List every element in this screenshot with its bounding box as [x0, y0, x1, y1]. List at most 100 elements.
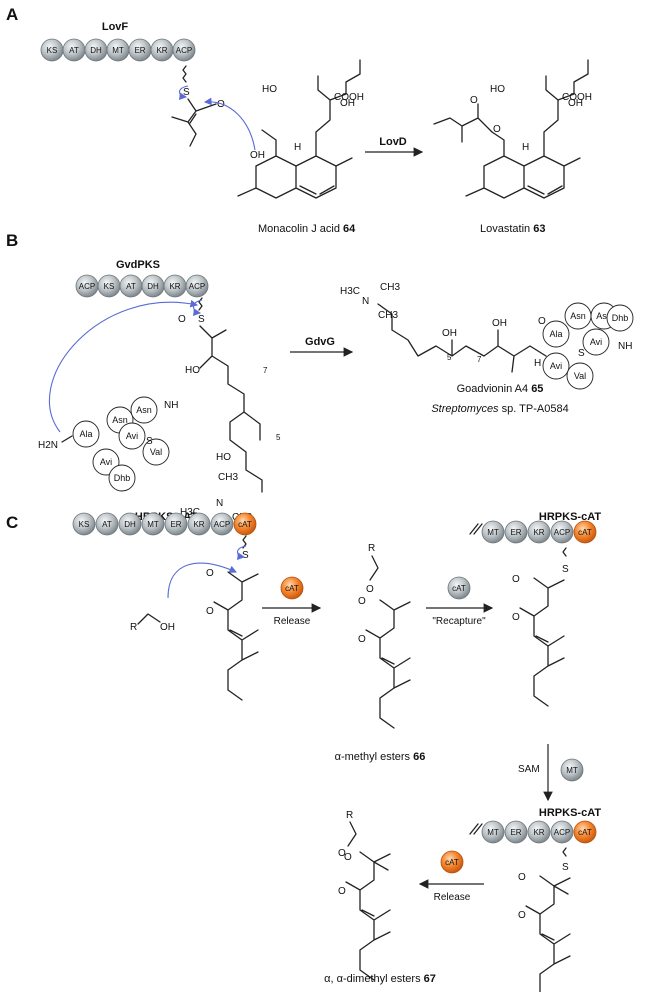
ester-o-2: O	[493, 124, 501, 135]
domain-dh-label: DH	[90, 46, 102, 55]
alcohol-bonds	[137, 613, 161, 625]
domain-cat-label: cAT	[238, 520, 252, 529]
residue-avi: Avi	[582, 328, 610, 356]
domain-at-label: AT	[102, 520, 112, 529]
oh-label-3: OH	[568, 98, 583, 109]
enzyme-icon-label: cAT	[452, 584, 466, 593]
domain-at: AT	[95, 512, 119, 536]
domain-acp-label: ACP	[79, 282, 95, 291]
residue-label: Avi	[590, 337, 602, 347]
domain-er: ER	[504, 820, 528, 844]
domain-cat: cAT	[573, 820, 597, 844]
domain-acp: ACP	[550, 520, 574, 544]
domain-dh: DH	[141, 274, 165, 298]
ester-66-name: α-methyl esters 66	[335, 751, 426, 763]
hrpks-label-3: HRPKS-cAT	[539, 807, 601, 819]
lovd-label: LovD	[379, 136, 407, 148]
n-label-2: N	[362, 296, 369, 307]
domain-kr-label: KR	[533, 828, 544, 837]
h-label: H	[294, 142, 301, 153]
domain-kr-label: KR	[156, 46, 167, 55]
domain-mt: MT	[481, 520, 505, 544]
domain-ks-label: KS	[47, 46, 58, 55]
residue-label: Ala	[79, 429, 92, 439]
backbone-bonds	[213, 571, 259, 701]
acyl-o: O	[178, 314, 186, 325]
domain-kr-label: KR	[169, 282, 180, 291]
oh-label: OH	[442, 328, 457, 339]
backbone-bonds	[519, 577, 565, 707]
ester-67: R O OO α, α-dimethyl esters 67	[324, 810, 436, 985]
domain-at: AT	[119, 274, 143, 298]
domain-ks: KS	[97, 274, 121, 298]
substrate-chain-5: OO	[338, 848, 391, 981]
monacolin-name: Monacolin J acid 64	[258, 223, 356, 235]
ch3-label-3: CH3	[380, 282, 400, 293]
substrate-chain-2: OO	[358, 596, 411, 729]
residue-dhb: Dhb	[606, 304, 634, 332]
domain-mt: MT	[481, 820, 505, 844]
residue-val: Val	[142, 438, 170, 466]
domain-dh: DH	[84, 38, 108, 62]
cat-icon-grey: cAT	[447, 576, 471, 600]
residue-label: Avi	[550, 361, 562, 371]
oh-label: OH	[250, 150, 265, 161]
carbonyl-o: O	[338, 848, 346, 859]
domain-ks-label: KS	[79, 520, 90, 529]
ester-66: R O OO α-methyl esters 66	[335, 543, 426, 763]
ester-67-name: α, α-dimethyl esters 67	[324, 973, 436, 985]
goadvionin-chain	[377, 303, 547, 373]
domain-kr-label: KR	[193, 520, 204, 529]
wavy-bond-3	[562, 847, 567, 857]
lovf-label: LovF	[102, 21, 129, 33]
residue-avi: Avi	[118, 422, 146, 450]
thio-s-3: S	[562, 862, 569, 873]
amine-bond	[61, 435, 73, 443]
domain-er-label: ER	[510, 528, 521, 537]
n-label: N	[216, 498, 223, 509]
residue-val: Val	[566, 362, 594, 390]
residue-label: Ala	[549, 329, 562, 339]
domain-mt-label: MT	[487, 528, 499, 537]
ho-label-2: HO	[216, 452, 231, 463]
domain-kr: KR	[527, 820, 551, 844]
ho-label: HO	[185, 365, 200, 376]
domain-acp: ACP	[75, 274, 99, 298]
ketone-o: O	[338, 886, 346, 897]
h2n-label: H2N	[38, 440, 58, 451]
substrate-chain-3: OO	[512, 574, 565, 707]
domain-cat-label: cAT	[578, 828, 592, 837]
residue-label: Dhb	[612, 313, 629, 323]
carbonyl-o: O	[518, 872, 526, 883]
carbonyl-o: O	[512, 574, 520, 585]
domain-dh: DH	[118, 512, 142, 536]
residue-dhb: Dhb	[108, 464, 136, 492]
mt-icon: MT	[560, 758, 584, 782]
repeat-7-b: 7	[477, 355, 482, 364]
residue-label: Asn	[112, 415, 128, 425]
domain-acp: ACP	[185, 274, 209, 298]
substrate-chain-4: OO	[518, 872, 571, 992]
carbonyl-o: O	[206, 568, 214, 579]
gvd-chain	[199, 325, 263, 493]
domain-er-label: ER	[510, 828, 521, 837]
gdvg-label: GdvG	[305, 336, 335, 348]
alcohol-attack-arrow	[167, 562, 238, 599]
peptide-s: S	[146, 436, 153, 447]
wavy-bond-2	[562, 547, 567, 557]
carbonyl-o: O	[358, 596, 366, 607]
enzyme-icon: cAT	[280, 576, 304, 600]
lovastatin-name: Lovastatin 63	[480, 223, 545, 235]
repeat-7: 7	[263, 366, 268, 375]
domain-mt-label: MT	[147, 520, 159, 529]
ketone-o: O	[518, 910, 526, 921]
ester-o-66: O	[366, 584, 374, 595]
truncation-mark-2	[469, 823, 483, 835]
domain-mt: MT	[106, 38, 130, 62]
repeat-5-b: 5	[447, 353, 452, 362]
domain-acp: ACP	[550, 820, 574, 844]
